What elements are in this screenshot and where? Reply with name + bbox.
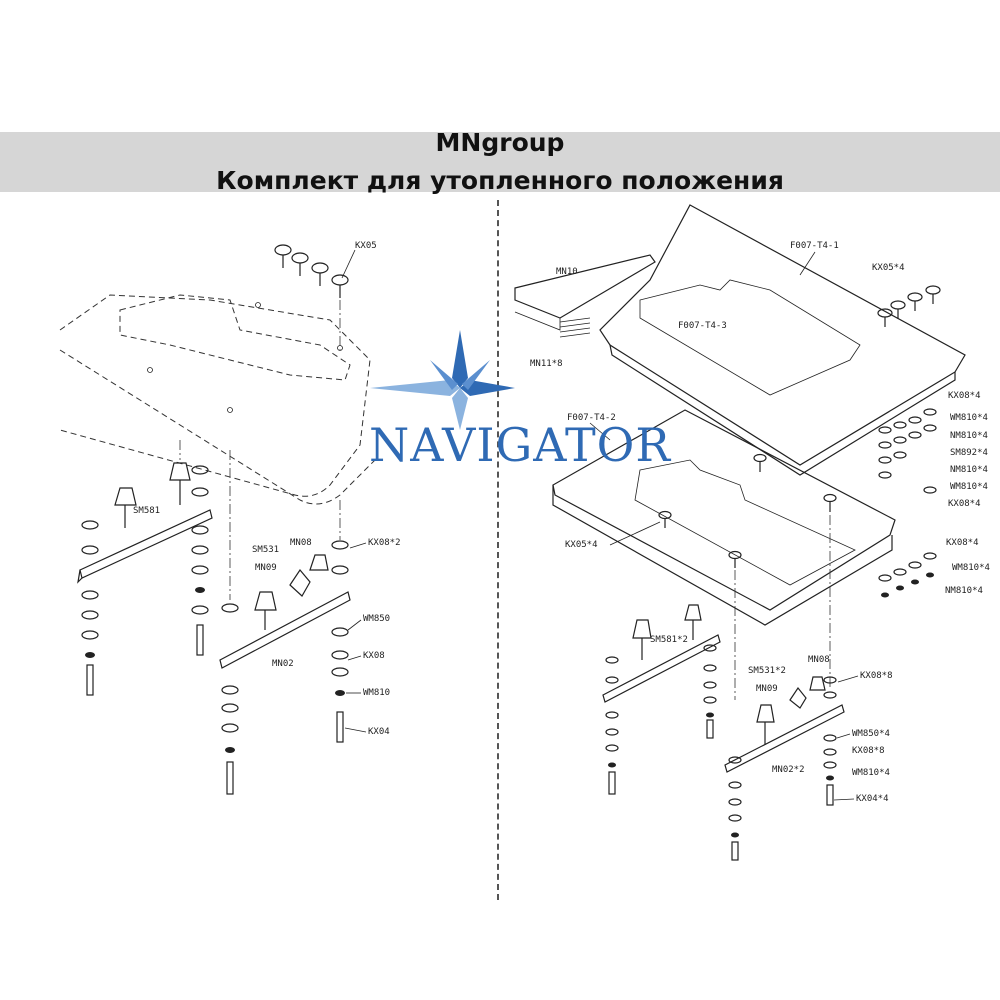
label-kx05x4-mid: KX05*4: [565, 540, 598, 550]
navigator-logo-text: NAVIGATOR: [368, 418, 672, 472]
right-mn11-pins: [559, 317, 591, 338]
label-nm810x4-a: NM810*4: [950, 431, 988, 441]
right-assembly: MN10 MN11*8 F007-T4-1 F007-T4-3 KX05*4: [514, 204, 990, 861]
left-table-cutout: [119, 294, 351, 381]
label-kx08x8-a: KX08*8: [860, 671, 893, 681]
label-kx08x2: KX08*2: [368, 538, 401, 548]
compass-star-icon: [370, 330, 515, 430]
left-bracket-2: [219, 554, 351, 669]
label-kx08x4-c: KX08*4: [946, 538, 979, 548]
label-mn02: MN02: [272, 659, 294, 669]
label-sm892x4: SM892*4: [950, 448, 988, 458]
label-f007-t4-1: F007-T4-1: [790, 241, 839, 251]
label-sm581x2: SM581*2: [650, 635, 688, 645]
left-hole-2: [227, 407, 233, 413]
label-mn11x8: MN11*8: [530, 359, 563, 369]
left-assembly: KX05 SM581: [59, 241, 401, 795]
center-divider: [497, 200, 499, 900]
label-mn09-right: MN09: [756, 684, 778, 694]
label-mn08-right: MN08: [808, 655, 830, 665]
left-washer-stack-b: [191, 465, 209, 656]
page-subtitle: Комплект для утопленного положения: [216, 166, 784, 195]
label-wm810x4-b: WM810*4: [950, 482, 988, 492]
right-kx05-mid: [658, 453, 837, 568]
left-washer-stack-c: [221, 603, 239, 795]
left-table-outline: [59, 294, 371, 497]
label-kx05x4-top: KX05*4: [872, 263, 905, 273]
label-mn10: MN10: [556, 267, 578, 277]
right-washer-stack-a: [605, 644, 717, 795]
left-washer-stack-a: [81, 520, 99, 696]
label-mn02x2: MN02*2: [772, 765, 805, 775]
label-kx04x4: KX04*4: [856, 794, 889, 804]
label-sm531x2: SM531*2: [748, 666, 786, 676]
left-bracket-1: [77, 462, 213, 584]
right-bracket-1: [602, 604, 721, 703]
left-table-edge: [59, 349, 376, 505]
label-kx05: KX05: [355, 241, 377, 251]
label-f007-t4-2: F007-T4-2: [567, 413, 616, 423]
left-hole-4: [255, 302, 261, 308]
right-top-board: [599, 204, 966, 466]
right-mn10-rail: [514, 254, 656, 319]
label-kx04: KX04: [368, 727, 390, 737]
label-f007-t4-3: F007-T4-3: [678, 321, 727, 331]
label-kx08x8-b: KX08*8: [852, 746, 885, 756]
left-washer-stack-d: [331, 540, 349, 743]
right-kx05-top: [877, 285, 941, 327]
label-kx08: KX08: [363, 651, 385, 661]
label-wm810: WM810: [363, 688, 390, 698]
label-nm810x4-b: NM810*4: [950, 465, 988, 475]
right-washer-stack-b: [728, 676, 837, 861]
label-sm531: SM531: [252, 545, 279, 555]
label-wm850: WM850: [363, 614, 390, 624]
right-hardware-column: [878, 408, 937, 598]
label-wm850x4: WM850*4: [852, 729, 890, 739]
label-nm810x4-c: NM810*4: [945, 586, 983, 596]
page-title: MNgroup: [435, 128, 565, 157]
left-kx05-screws: [274, 244, 349, 350]
label-wm810x4-c: WM810*4: [952, 563, 990, 573]
label-wm810x4-d: WM810*4: [852, 768, 890, 778]
label-mn09: MN09: [255, 563, 277, 573]
label-kx08x4-b: KX08*4: [948, 499, 981, 509]
header-band: [0, 132, 1000, 192]
label-wm810x4-a: WM810*4: [950, 413, 988, 423]
label-sm581: SM581: [133, 506, 160, 516]
label-mn08: MN08: [290, 538, 312, 548]
right-bracket-2: [724, 676, 845, 773]
left-hole-1: [147, 367, 153, 373]
label-kx08x4-a: KX08*4: [948, 391, 981, 401]
